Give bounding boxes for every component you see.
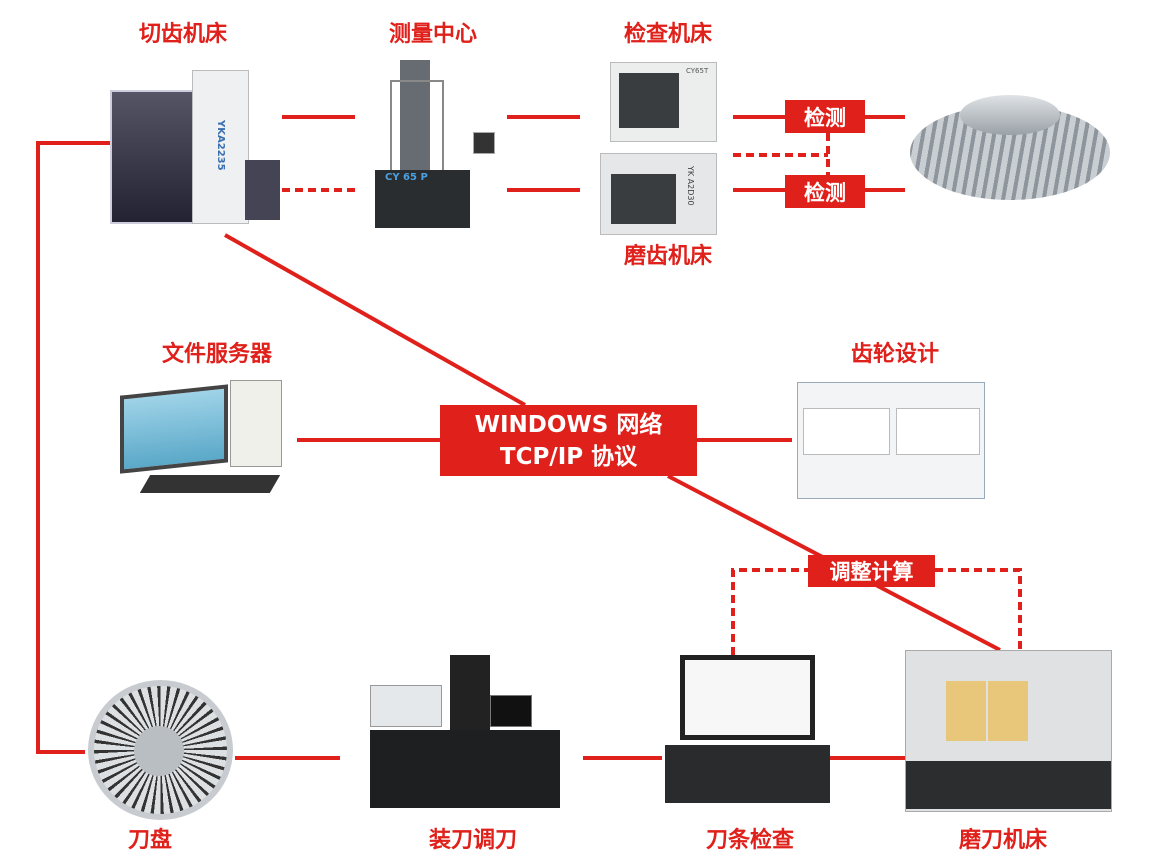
measuring-center-image: CY 65 P <box>375 60 495 228</box>
adjust-calc-box: 调整计算 <box>808 555 935 587</box>
bevel-gear-image <box>910 85 1110 205</box>
file-server-image <box>115 380 295 500</box>
line-adjust-left <box>731 568 808 655</box>
line-cut-cutterhead <box>36 141 110 754</box>
label-gear-design: 齿轮设计 <box>850 342 940 367</box>
label-cutter-head: 刀盘 <box>127 828 173 853</box>
label-blade-inspection: 刀条检查 <box>705 828 795 853</box>
label-inspection-machine: 检查机床 <box>623 22 713 47</box>
gear-grinding-machine-image: YK A2D30 <box>600 153 717 235</box>
label-measuring-center: 测量中心 <box>388 22 478 47</box>
label-blade-grinding: 磨刀机床 <box>958 828 1048 853</box>
network-line-1: WINDOWS 网络 <box>474 411 663 438</box>
label-blade-assembly: 装刀调刀 <box>428 828 518 853</box>
gear-cutting-machine-image: YKA2235 <box>100 70 280 230</box>
network-line-2: TCP/IP 协议 <box>499 443 638 470</box>
label-gear-grinding: 磨齿机床 <box>623 244 713 269</box>
cutter-head-image <box>88 680 233 820</box>
line-adjust-right <box>935 568 1022 650</box>
blade-assembly-machine-image <box>360 655 570 810</box>
line-cut-network <box>224 233 526 407</box>
blade-grinding-machine-image <box>905 650 1112 812</box>
network-protocol-box: WINDOWS 网络 TCP/IP 协议 <box>440 405 697 476</box>
inspect-box-1: 检测 <box>785 100 865 133</box>
label-gear-cutting: 切齿机床 <box>138 22 228 47</box>
inspection-machine-image: CY65T <box>610 62 717 142</box>
label-file-server: 文件服务器 <box>161 342 273 367</box>
inspect-box-2: 检测 <box>785 175 865 208</box>
gear-design-software-screenshot <box>797 382 985 499</box>
blade-inspection-machine-image <box>665 655 830 805</box>
